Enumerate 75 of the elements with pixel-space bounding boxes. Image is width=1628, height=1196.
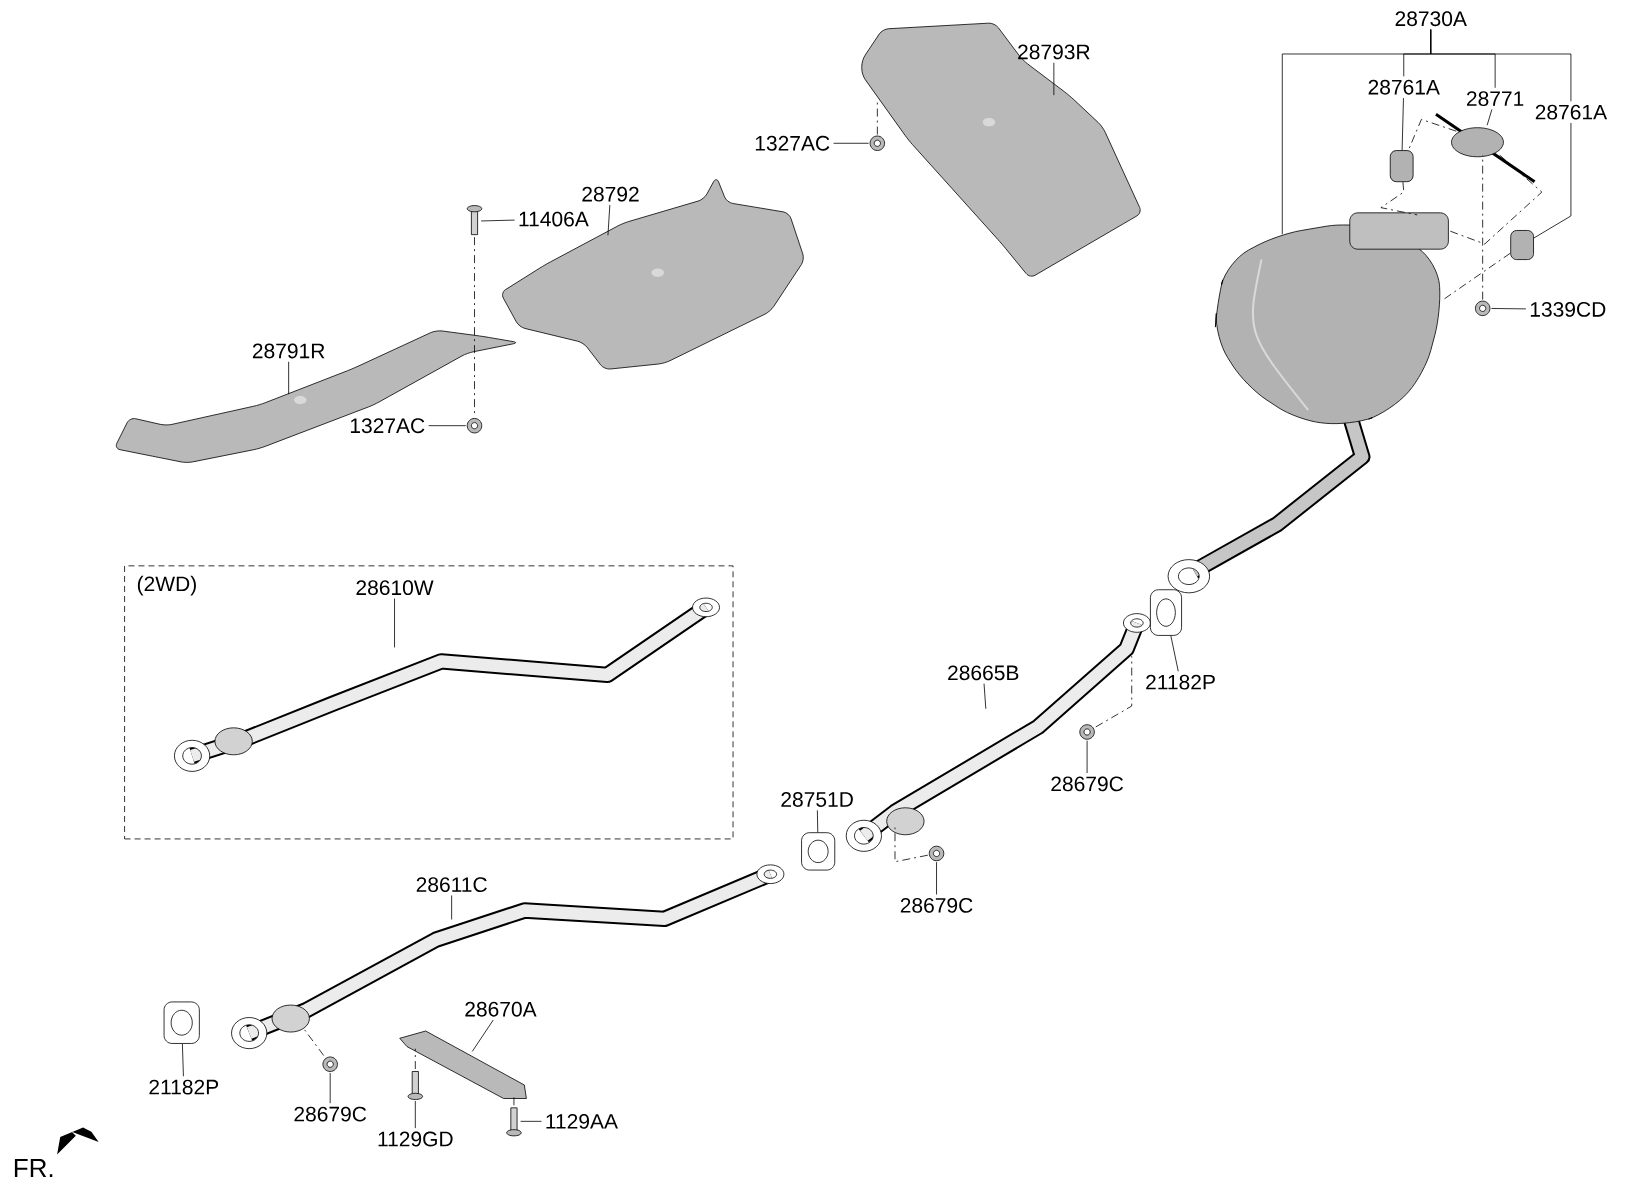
part-number: 1327AC xyxy=(755,135,830,151)
alignment-line xyxy=(1448,154,1543,245)
heat-shield-drawing xyxy=(115,330,517,463)
leader-line xyxy=(1486,109,1493,126)
leader-line xyxy=(471,1019,494,1052)
rubber-block xyxy=(1510,230,1534,260)
leader-line xyxy=(1086,740,1088,774)
leader-line xyxy=(1533,122,1572,239)
leader-line xyxy=(182,1043,184,1077)
leader-line xyxy=(1491,308,1527,310)
part-number: 1327AC xyxy=(350,418,425,434)
leader-line xyxy=(1170,635,1179,672)
alignment-line xyxy=(876,99,878,135)
part-number: 21182P xyxy=(149,1079,219,1095)
heat-shield-drawing xyxy=(861,22,1141,277)
bracket-drawing xyxy=(399,1030,527,1099)
leader-line xyxy=(1053,62,1055,96)
leader-line xyxy=(983,683,987,710)
pipe-drawing xyxy=(174,597,720,772)
alignment-line xyxy=(894,827,929,863)
nut-drawing xyxy=(869,135,885,151)
alignment-line xyxy=(1380,181,1418,216)
part-number: 21182P xyxy=(1146,674,1215,690)
rubber-block xyxy=(1389,150,1414,183)
alignment-line xyxy=(1408,118,1457,151)
front-label: FR. xyxy=(14,1159,53,1177)
bolt-drawing xyxy=(407,1071,423,1100)
part-number: 28761A xyxy=(1535,104,1608,120)
muffler-drawing xyxy=(1167,212,1449,594)
part-number: 28771 xyxy=(1467,91,1524,107)
leader-line xyxy=(816,809,819,833)
leader-line xyxy=(607,204,611,236)
nut-drawing xyxy=(466,418,483,434)
part-number: 1129GD xyxy=(378,1131,453,1147)
part-number: 1339CD xyxy=(1530,301,1606,317)
gasket-drawing xyxy=(163,1001,200,1044)
leader-line xyxy=(520,1120,542,1122)
heat-shield-drawing xyxy=(502,179,804,370)
alignment-line xyxy=(513,1096,515,1106)
alignment-line xyxy=(302,1027,325,1056)
leader-line xyxy=(428,425,467,427)
alignment-line xyxy=(414,1048,416,1070)
part-number: 28610W xyxy=(356,580,434,596)
part-number: 28791R xyxy=(252,343,325,359)
leader-line xyxy=(414,1100,416,1129)
hanger-rubber-drawing xyxy=(1435,112,1536,183)
pipe-drawing xyxy=(231,864,785,1050)
bolt-drawing xyxy=(466,205,483,235)
leader-line xyxy=(1401,97,1404,151)
leader-line xyxy=(288,361,290,395)
leader-line xyxy=(329,1072,331,1104)
part-number: 28679C xyxy=(900,897,973,913)
part-number: 28793R xyxy=(1018,44,1090,60)
part-number: 11406A xyxy=(519,211,589,227)
part-number: 28730A xyxy=(1395,11,1467,27)
nut-drawing xyxy=(928,845,945,862)
leader-line xyxy=(480,219,515,222)
part-number: 28761A xyxy=(1368,79,1440,95)
alignment-line xyxy=(1095,655,1133,728)
leader-line xyxy=(833,142,870,144)
leader-line xyxy=(1430,29,1572,102)
nut-drawing xyxy=(1475,300,1491,316)
gasket-drawing xyxy=(801,832,836,871)
part-number: 1129AA xyxy=(546,1113,618,1129)
nut-drawing xyxy=(322,1056,338,1072)
leader-line xyxy=(451,895,453,920)
alignment-line xyxy=(1482,154,1484,300)
gasket-drawing xyxy=(1150,589,1182,636)
bolt-drawing xyxy=(506,1107,522,1137)
part-number: 28751D xyxy=(781,792,853,807)
part-number: 28792 xyxy=(582,186,639,202)
leader-line xyxy=(936,861,937,895)
leader-line xyxy=(394,598,395,648)
part-number: 28679C xyxy=(294,1106,367,1122)
alignment-line xyxy=(1440,252,1511,302)
